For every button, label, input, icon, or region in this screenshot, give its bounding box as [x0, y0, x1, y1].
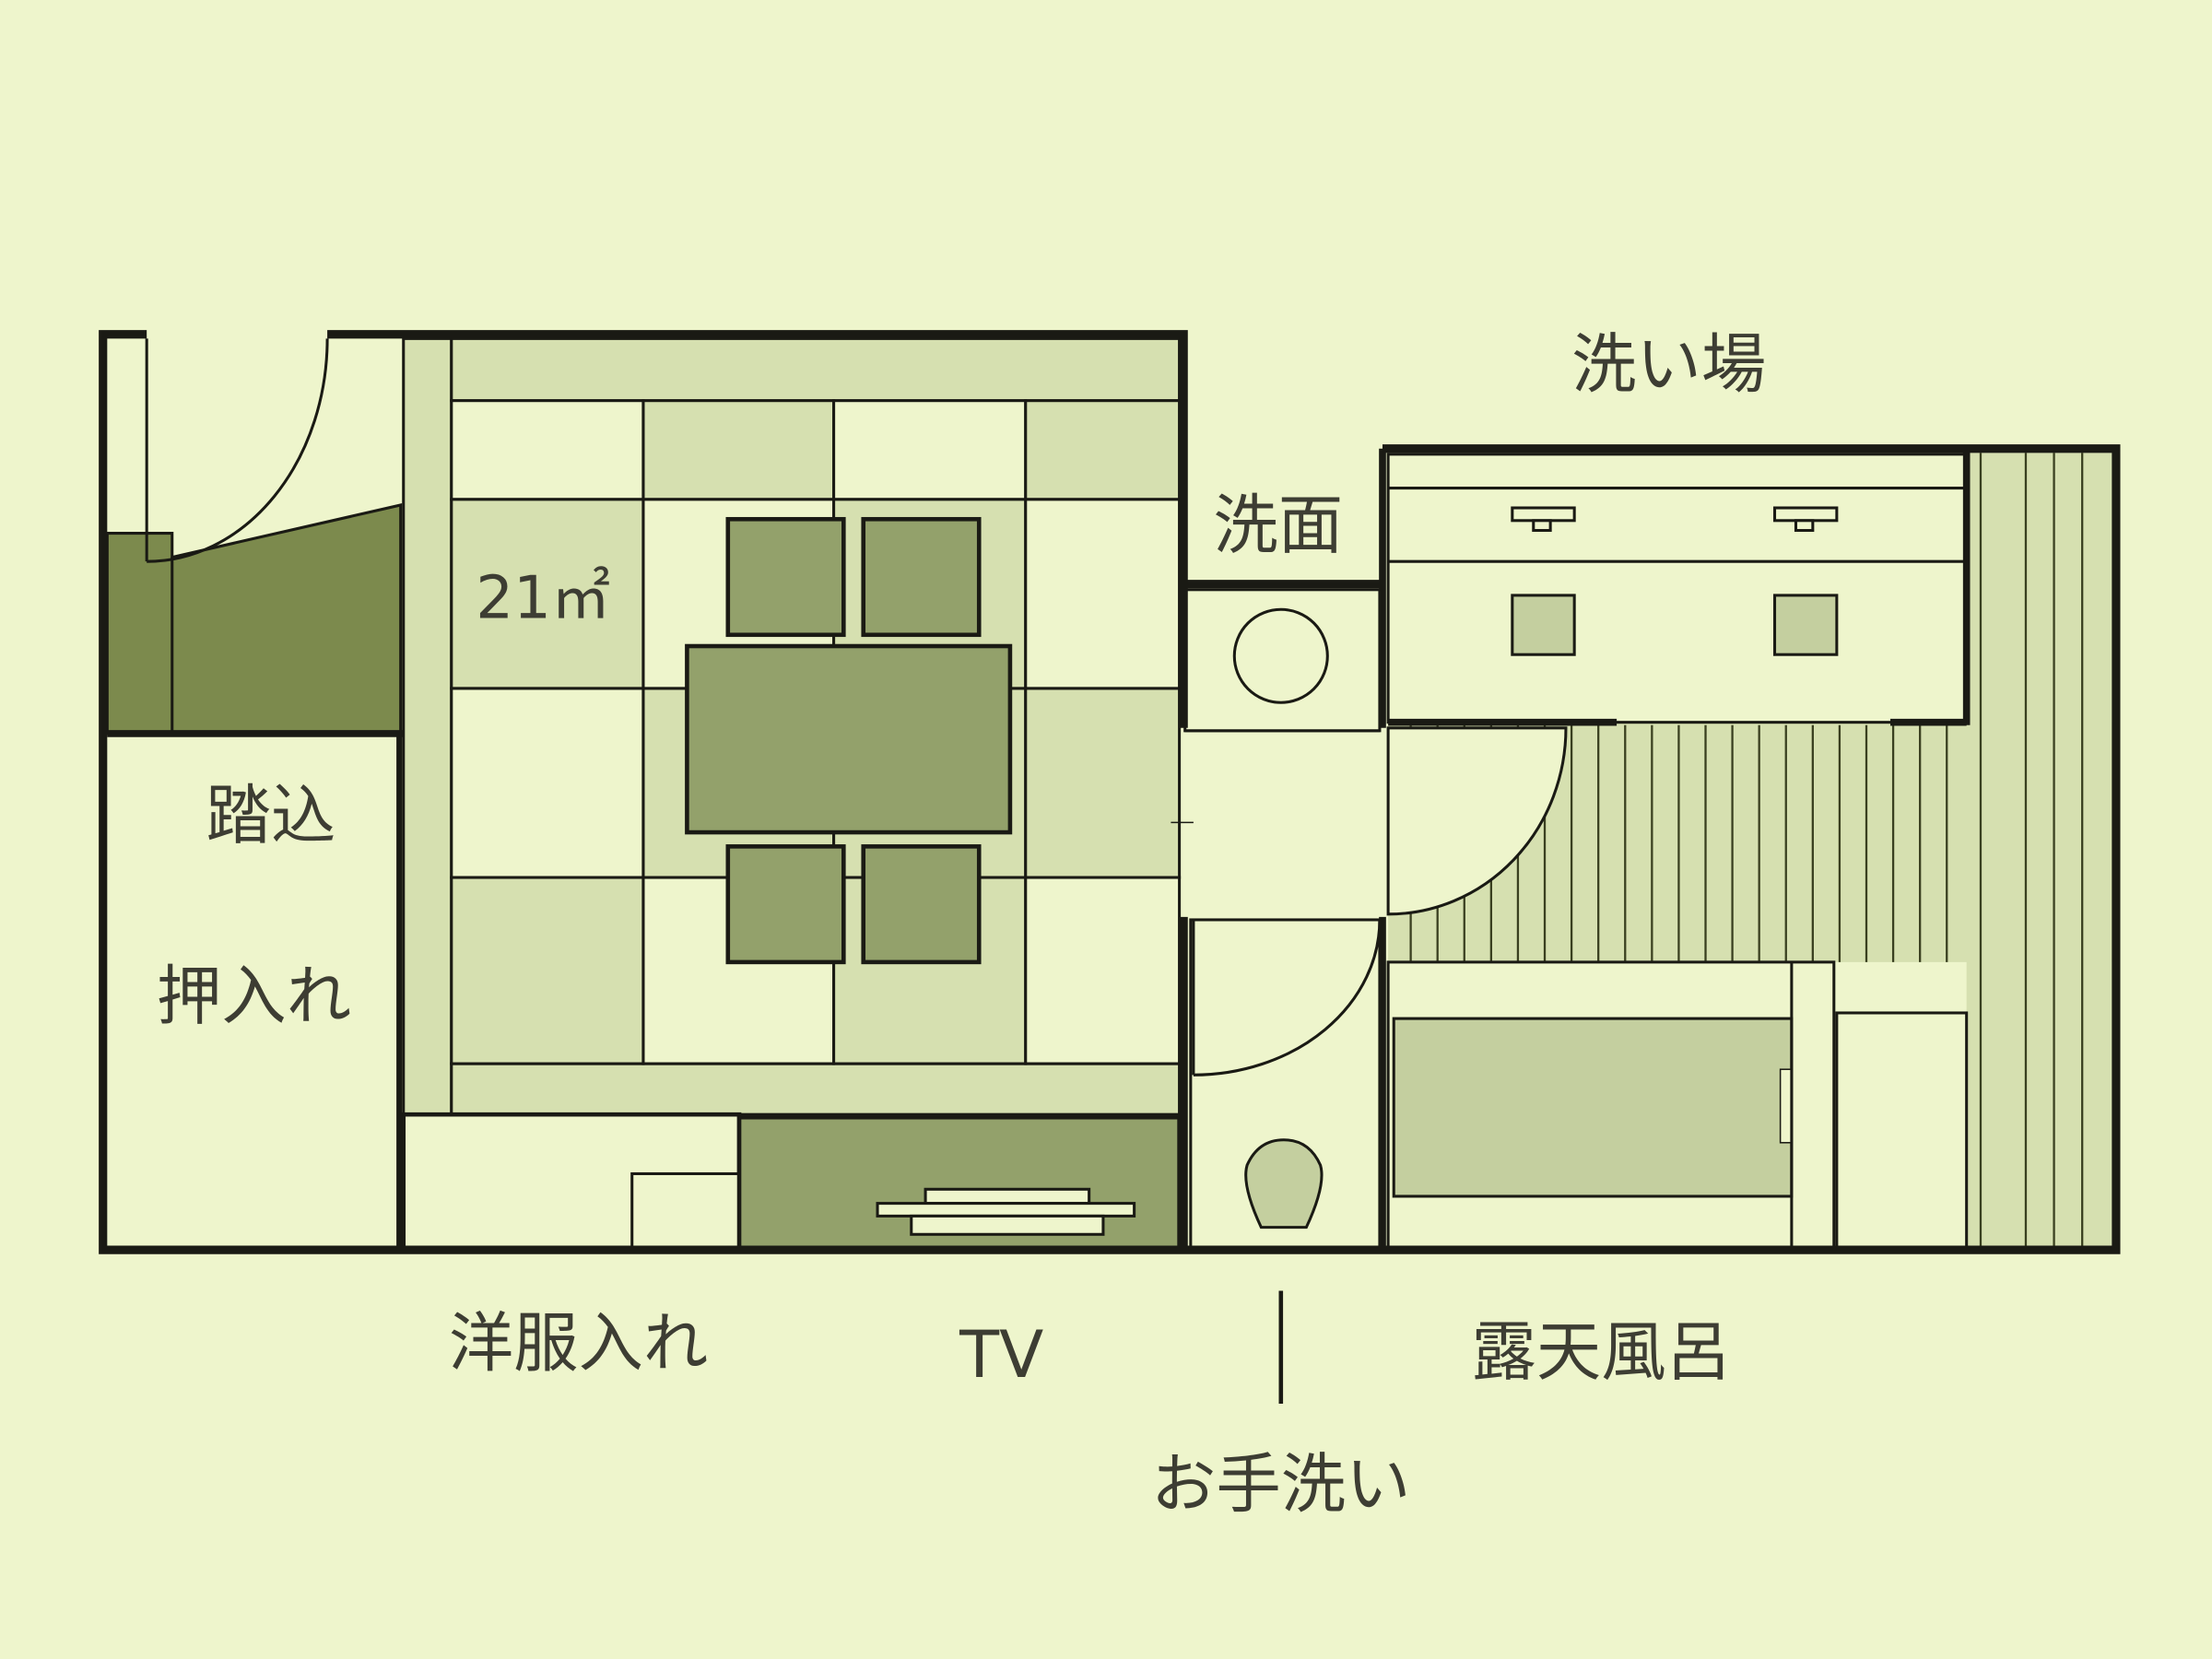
bathtub [1392, 1017, 1794, 1198]
label-entrance: 踏込 [206, 778, 335, 853]
tatami-mat [832, 399, 1028, 501]
label-area: 21㎡ [476, 563, 610, 632]
label-open-air-bath: 露天風呂 [1471, 1314, 1731, 1390]
entrance-closet-area [105, 338, 404, 1251]
chair [725, 844, 846, 965]
toilet-icon [1244, 1138, 1324, 1230]
faucet-icon [1772, 506, 1839, 533]
tatami-mat [450, 399, 645, 501]
tatami-room [401, 336, 1182, 1253]
tatami-mat [1024, 876, 1182, 1065]
chair [861, 516, 982, 638]
chair [725, 516, 846, 638]
tatami-mat [450, 876, 645, 1065]
chair [861, 844, 982, 965]
tatami-mat [1024, 498, 1182, 690]
label-wardrobe: 洋服入れ [449, 1306, 709, 1382]
dining-table [685, 643, 1013, 835]
label-tv: TV [959, 1317, 1043, 1393]
wash-basin-icon [1232, 607, 1329, 704]
walls [99, 330, 2121, 1254]
closet-storage [105, 503, 403, 735]
slatted-floor [1388, 453, 2112, 1248]
tv-icon [876, 1187, 1136, 1236]
label-washing-area: 洗い場 [1571, 326, 1766, 402]
label-toilet: お手洗い [1151, 1447, 1411, 1523]
tatami-mat [641, 399, 836, 501]
tatami-mat [1024, 399, 1182, 501]
faucet-icon [1511, 506, 1576, 533]
stool-icon [1511, 594, 1576, 656]
bath-area [1379, 448, 2112, 1252]
door-swing-arc [147, 338, 329, 563]
stool-icon [1772, 594, 1839, 656]
label-closet: 押入れ [157, 959, 351, 1034]
tatami-mat [1024, 687, 1182, 879]
bath-door[interactable] [1386, 726, 1568, 916]
tatami-mat [450, 687, 645, 879]
label-washroom: 洗面 [1213, 488, 1343, 563]
